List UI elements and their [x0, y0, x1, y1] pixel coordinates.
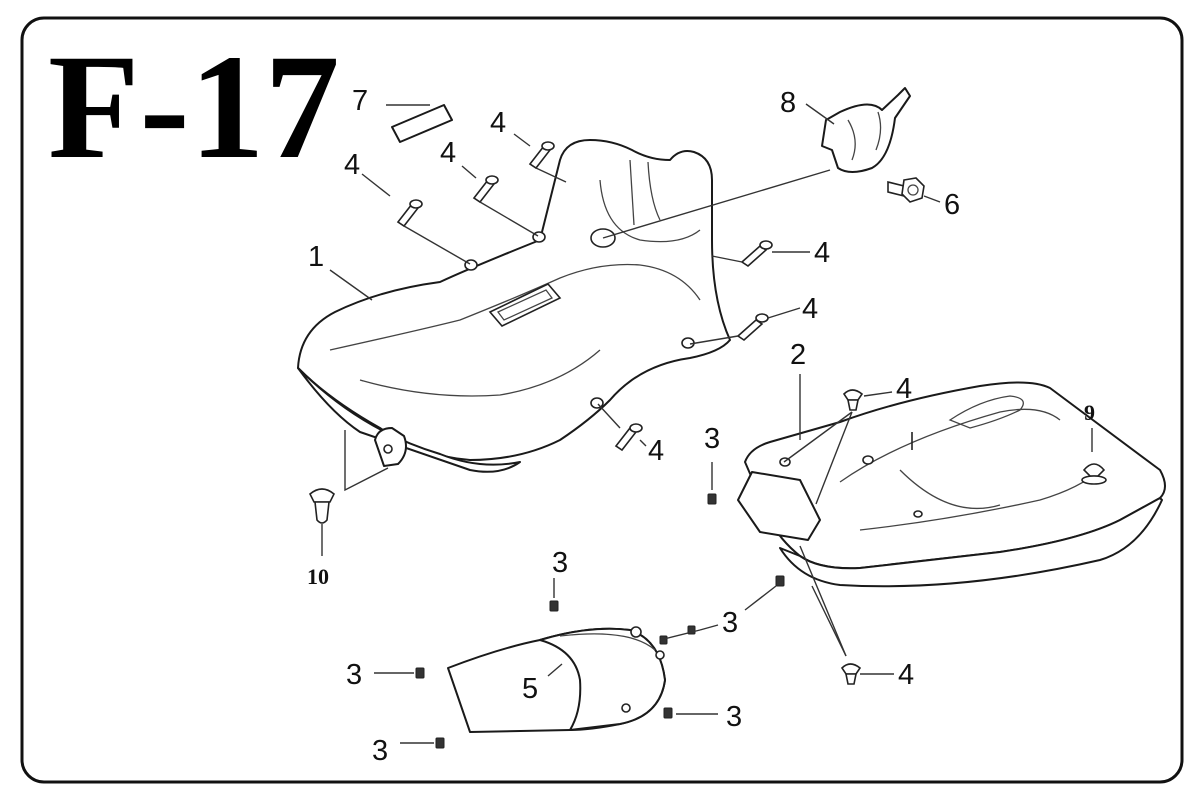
- callout-3: 3: [552, 547, 568, 579]
- callout-4: 4: [898, 659, 914, 691]
- part-6-bolt: [887, 177, 941, 203]
- part-7-sticker: [386, 104, 453, 143]
- part-3-clips: [374, 462, 785, 749]
- callout-3: 3: [704, 423, 720, 455]
- callout-1: 1: [308, 241, 324, 273]
- part-1-floor-panel: [297, 139, 831, 473]
- callout-5: 5: [522, 673, 538, 705]
- callout-9: 9: [1084, 400, 1095, 425]
- part-9-clip: [1081, 428, 1107, 485]
- callout-3: 3: [372, 735, 388, 767]
- part-5-rear-piece: [447, 626, 666, 733]
- callout-6: 6: [944, 189, 960, 221]
- callout-7: 7: [352, 85, 368, 117]
- callout-3: 3: [722, 607, 738, 639]
- page-label: F-17: [48, 24, 340, 190]
- part-2-under-cover: [737, 374, 1166, 588]
- callout-4: 4: [802, 293, 818, 325]
- callout-4: 4: [440, 137, 456, 169]
- callout-10: 10: [307, 564, 329, 589]
- callout-4: 4: [814, 237, 830, 269]
- callout-3: 3: [726, 701, 742, 733]
- part-4-screws: [361, 133, 894, 685]
- callout-4: 4: [490, 107, 506, 139]
- callout-4: 4: [648, 435, 664, 467]
- callout-2: 2: [790, 339, 806, 371]
- callout-4: 4: [344, 149, 360, 181]
- callout-4: 4: [896, 373, 912, 405]
- part-8-bracket: [805, 87, 911, 173]
- part-10-clip: [309, 430, 389, 556]
- callout-8: 8: [780, 87, 796, 119]
- callout-3: 3: [346, 659, 362, 691]
- callout-labels: 7 8 6 4 4 4 4 4 4 4 4 1 2 9 10 3 3 3 3 3…: [307, 85, 1095, 767]
